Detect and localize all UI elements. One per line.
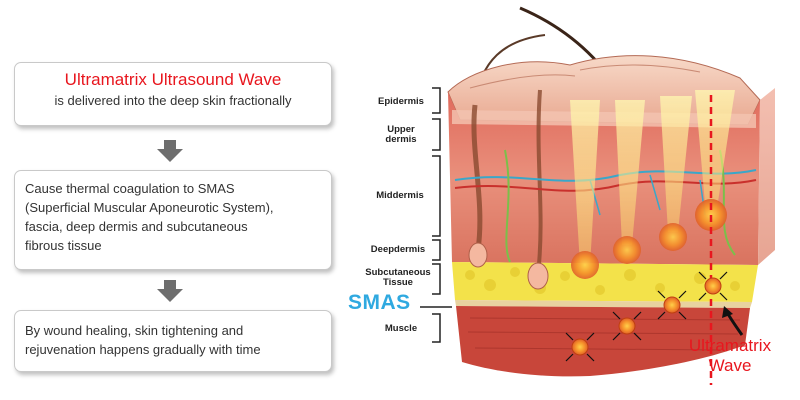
layer-label-upper-dermis: Upper dermis [370, 125, 432, 145]
step-1-text: is delivered into the deep skin fraction… [54, 93, 292, 108]
upper-dermis-line-1: Upper [387, 124, 415, 135]
layer-label-muscle: Muscle [384, 323, 418, 334]
step-2-line-2: (Superficial Muscular Aponeurotic System… [25, 200, 274, 215]
step-2-line-3: fascia, deep dermis and subcutaneous [25, 219, 248, 234]
skin-cross-section-diagram [420, 6, 775, 385]
step-1-title: Ultramatrix Ultrasound Wave [64, 70, 282, 89]
step-2-line-4: fibrous tissue [25, 238, 102, 253]
layer-label-deepdermis: Deepdermis [370, 244, 426, 255]
layer-label-middermis: Middermis [376, 190, 424, 201]
wave-label-line-1: Ultramatrix [688, 336, 772, 355]
layer-label-subcutaneous: Subcutaneous Tissue [362, 268, 434, 288]
step-2-box: Cause thermal coagulation to SMAS (Super… [14, 170, 332, 270]
step-3-box: By wound healing, skin tightening and re… [14, 310, 332, 372]
subcutaneous-line-2: Tissue [383, 277, 413, 288]
subcutaneous-line-1: Subcutaneous [365, 267, 431, 278]
layer-label-epidermis: Epidermis [378, 96, 424, 107]
upper-dermis-line-2: dermis [385, 134, 417, 145]
down-arrow-icon [157, 140, 183, 162]
smas-foci [565, 271, 728, 362]
ultramatrix-wave-label: Ultramatrix Wave [676, 336, 784, 376]
wave-label-line-2: Wave [708, 356, 752, 375]
layer-label-smas: SMAS [348, 291, 411, 314]
step-2-line-1: Cause thermal coagulation to SMAS [25, 181, 235, 196]
step-1-box: Ultramatrix Ultrasound Wave is delivered… [14, 62, 332, 126]
step-3-line-2: rejuvenation happens gradually with time [25, 342, 261, 357]
step-3-line-1: By wound healing, skin tightening and [25, 323, 244, 338]
down-arrow-icon [157, 280, 183, 302]
